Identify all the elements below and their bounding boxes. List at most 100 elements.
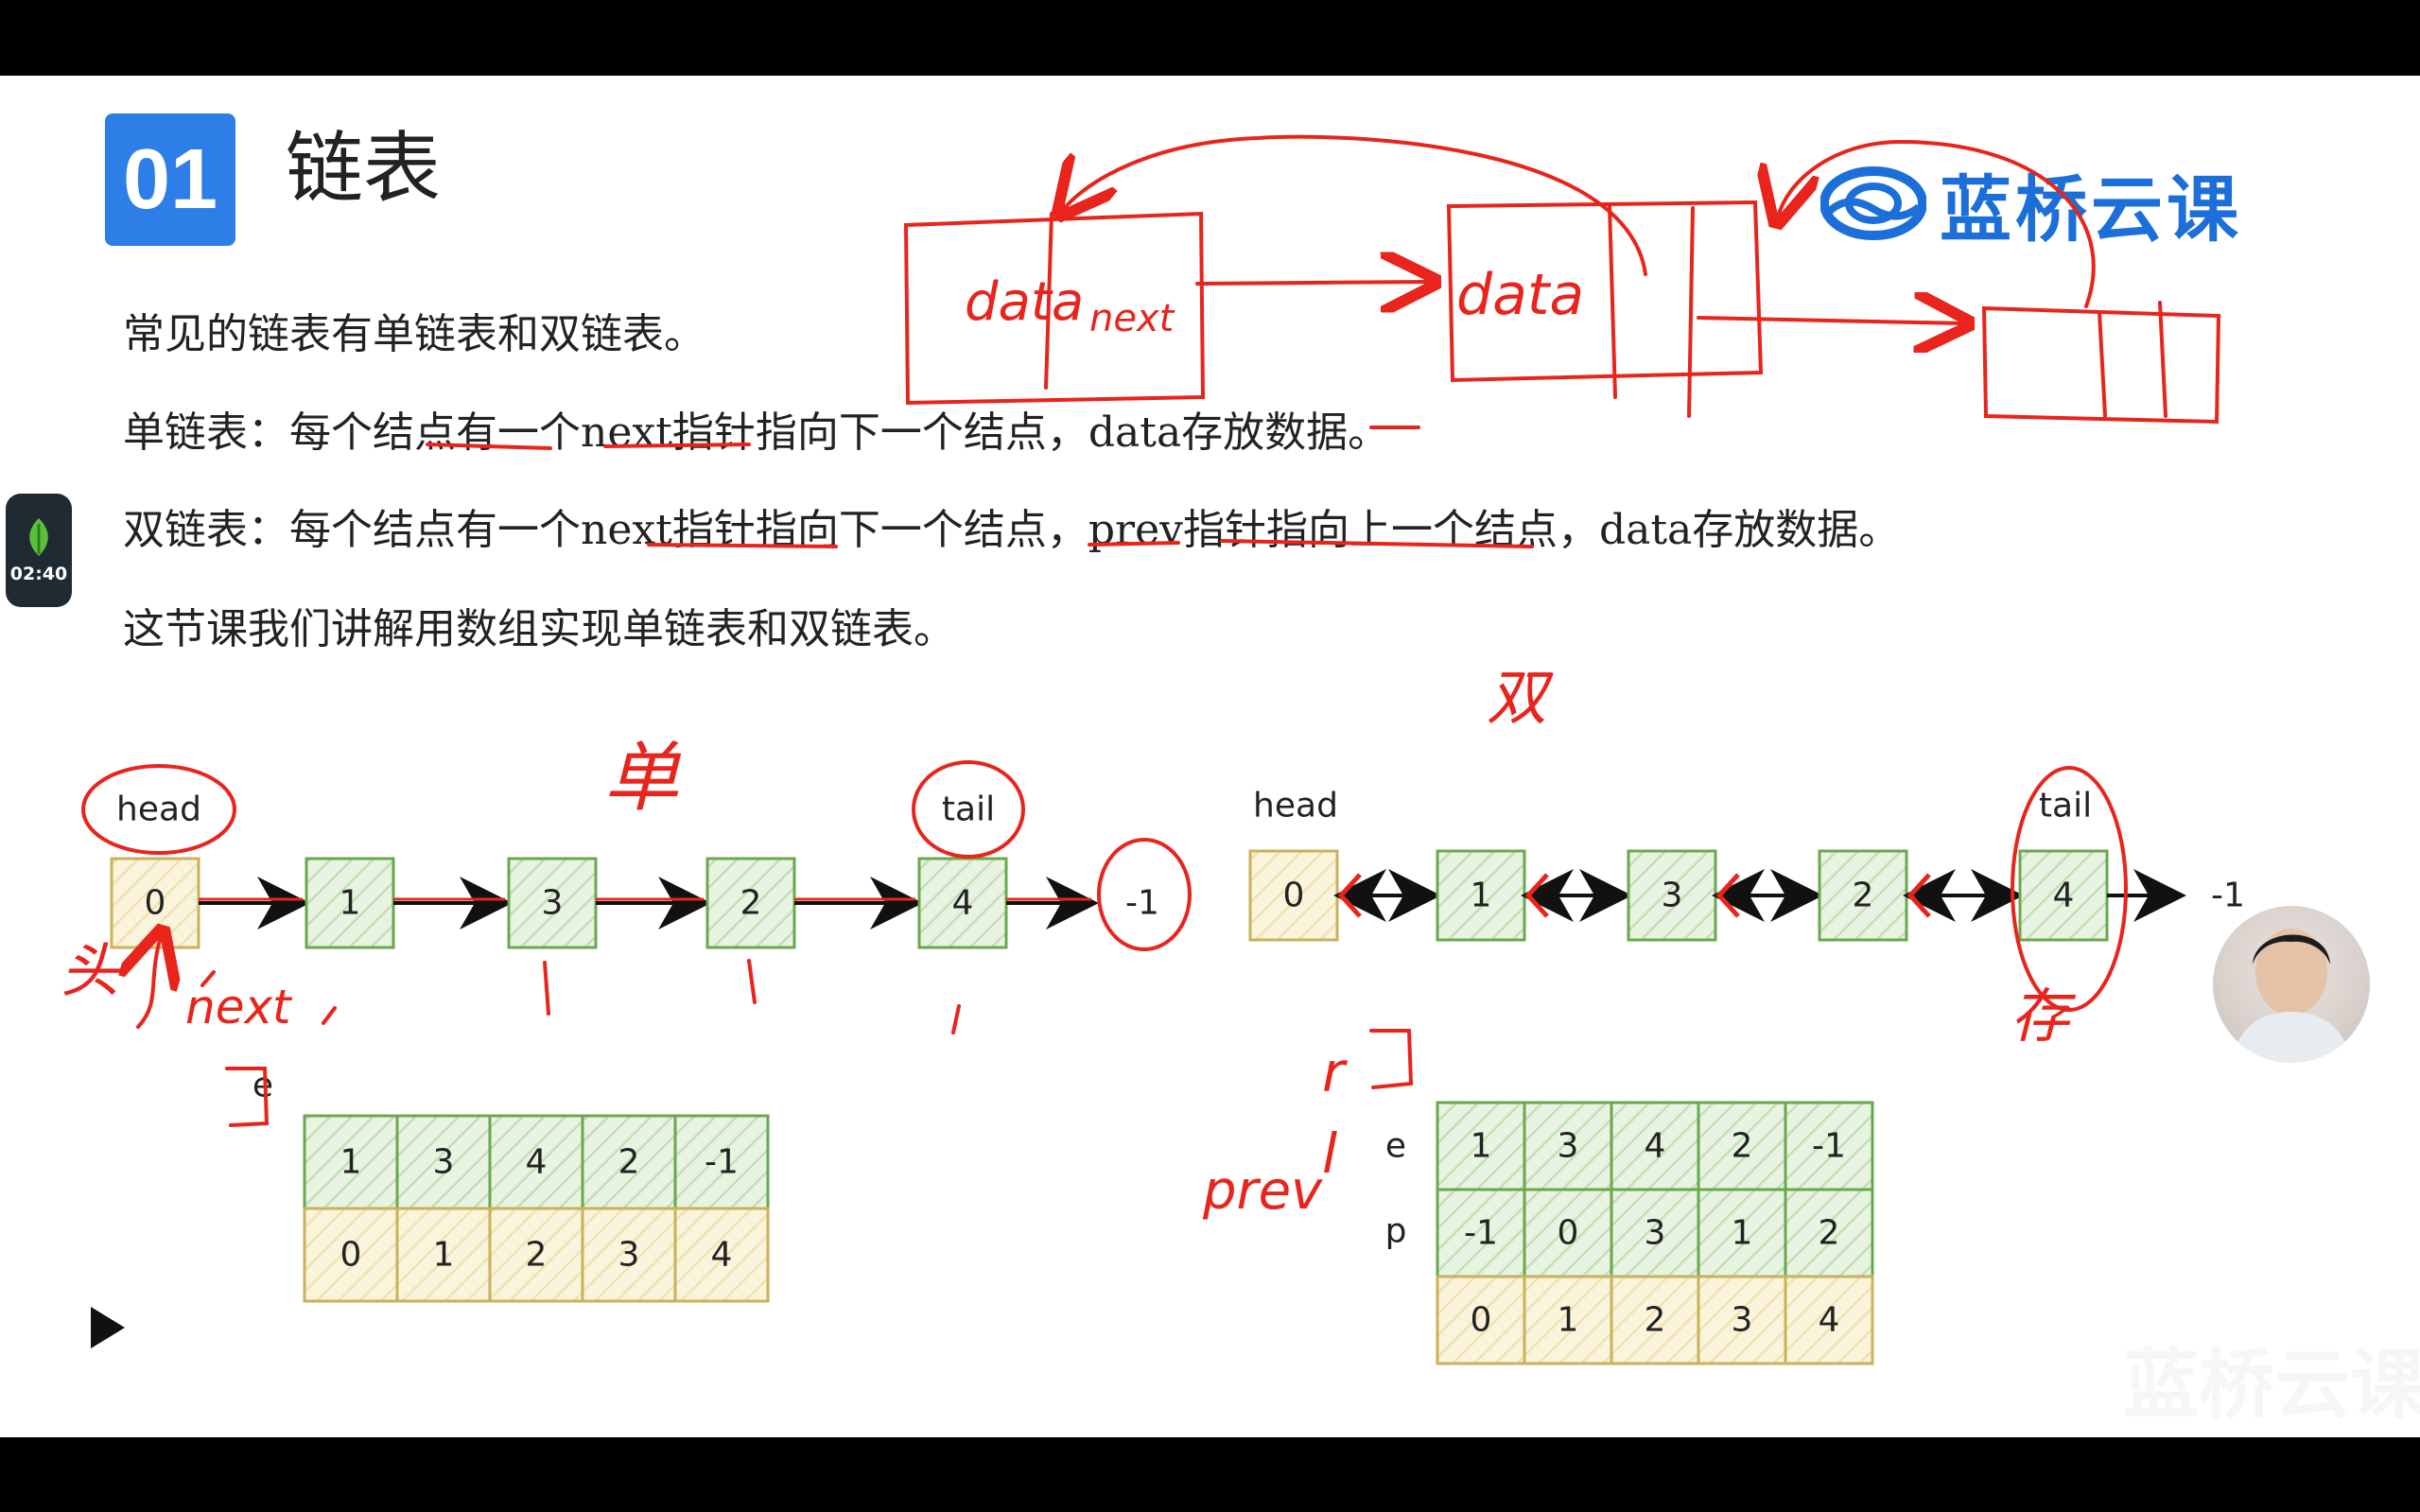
double-prev-cell-3-value: 1 xyxy=(1732,1214,1753,1253)
single-index-cell-3-value: 3 xyxy=(618,1236,640,1275)
double-prev-cell-1: 0 xyxy=(1523,1188,1613,1278)
single-next-cell-0: 1 xyxy=(303,1114,399,1210)
annotation-data-2: data xyxy=(1456,262,1584,328)
double-prev-cell-3: 1 xyxy=(1697,1188,1787,1278)
top-letterbox xyxy=(0,0,2420,76)
annotation-data-1: data xyxy=(965,271,1084,333)
single-next-cell-0-value: 1 xyxy=(340,1143,362,1182)
double-head-label: head xyxy=(1253,787,1338,826)
double-node-2: 3 xyxy=(1627,849,1717,942)
single-node-3-value: 2 xyxy=(740,884,762,923)
presenter-icon xyxy=(2232,929,2351,1063)
double-index-cell-0-value: 0 xyxy=(1471,1301,1492,1340)
annotation-tou: 头 xyxy=(61,936,122,1005)
single-next-cell-3: 2 xyxy=(581,1114,677,1210)
single-index-cell-3: 3 xyxy=(581,1207,677,1303)
double-prev-cell-4: 2 xyxy=(1784,1188,1874,1278)
double-index-cell-1-value: 1 xyxy=(1558,1301,1579,1340)
single-node-4-value: 4 xyxy=(952,884,974,923)
double-index-cell-0: 0 xyxy=(1436,1275,1526,1365)
double-next-cell-1: 3 xyxy=(1523,1101,1613,1191)
play-button[interactable] xyxy=(91,1307,125,1348)
hand-underlines xyxy=(426,443,1534,548)
double-prev-cell-2: 3 xyxy=(1610,1188,1700,1278)
double-node-0-value: 0 xyxy=(1283,877,1305,915)
annotation-next-box: next xyxy=(1089,297,1175,340)
annotation-r: r xyxy=(1322,1040,1348,1104)
double-next-cell-0: 1 xyxy=(1436,1101,1526,1191)
single-index-cell-1: 1 xyxy=(395,1207,492,1303)
hand-circles xyxy=(81,760,2128,1127)
single-node-2-value: 3 xyxy=(542,884,564,923)
double-node-3: 2 xyxy=(1818,849,1908,942)
single-next-cell-1-value: 3 xyxy=(433,1143,455,1182)
presenter-avatar xyxy=(2213,906,2370,1063)
single-index-cell-0: 0 xyxy=(303,1207,399,1303)
double-next-cell-0-value: 1 xyxy=(1471,1127,1492,1166)
double-next-cell-3: 2 xyxy=(1697,1101,1787,1191)
text-line-4: 这节课我们讲解用数组实现单链表和双链表。 xyxy=(123,605,955,653)
single-next-cell-3-value: 2 xyxy=(618,1143,640,1182)
watermark-brand: 蓝桥云课 xyxy=(2123,1341,2420,1429)
double-end-value: -1 xyxy=(2211,877,2245,915)
single-next-cell-2: 4 xyxy=(488,1114,584,1210)
double-index-cell-4: 4 xyxy=(1784,1275,1874,1365)
brand-wave-icon xyxy=(1820,166,1926,240)
annotation-prev-word: prev xyxy=(1202,1160,1323,1222)
timer-badge[interactable]: 02:40 xyxy=(6,494,72,607)
annotation-l: l xyxy=(1322,1121,1337,1186)
text-line-3: 双链表：每个结点有一个next指针指向下一个结点，prev指针指向上一个结点，d… xyxy=(123,506,1901,554)
single-next-cell-2-value: 4 xyxy=(526,1143,548,1182)
double-next-cell-1-value: 3 xyxy=(1558,1127,1579,1166)
double-row-label-e: e xyxy=(1385,1127,1406,1166)
double-prev-cell-0-value: -1 xyxy=(1464,1214,1498,1253)
double-index-cell-3: 3 xyxy=(1697,1275,1787,1365)
text-line-2: 单链表：每个结点有一个next指针指向下一个结点，data存放数据。 xyxy=(123,408,1390,457)
annotation-next-word: next xyxy=(185,980,293,1034)
timer-value: 02:40 xyxy=(9,564,68,584)
annotation-shuang: 双 xyxy=(1487,664,1554,734)
annotation-dan: 单 xyxy=(603,734,682,822)
leaf-icon xyxy=(29,518,48,556)
double-index-cell-3-value: 3 xyxy=(1732,1301,1753,1340)
double-prev-cell-0: -1 xyxy=(1436,1188,1526,1278)
single-index-cell-4: 4 xyxy=(673,1207,770,1303)
double-red-mark-1 xyxy=(1524,873,1549,918)
double-index-cell-2: 2 xyxy=(1610,1275,1700,1365)
double-node-1: 1 xyxy=(1436,849,1526,942)
double-red-mark-0 xyxy=(1337,873,1362,918)
double-index-cell-4-value: 4 xyxy=(1819,1301,1840,1340)
single-next-cell-1: 3 xyxy=(395,1114,492,1210)
double-index-cell-1: 1 xyxy=(1523,1275,1613,1365)
single-index-cell-2-value: 2 xyxy=(526,1236,548,1275)
double-index-cell-2-value: 2 xyxy=(1645,1301,1666,1340)
double-red-mark-2 xyxy=(1715,873,1740,918)
single-node-1-value: 1 xyxy=(339,884,361,923)
double-node-2-value: 3 xyxy=(1662,877,1683,915)
double-tail-label: tail xyxy=(2039,787,2092,826)
single-tail-label: tail xyxy=(942,791,995,829)
single-index-cell-4-value: 4 xyxy=(711,1236,733,1275)
hand-node-diagram xyxy=(903,134,2221,429)
double-node-3-value: 2 xyxy=(1853,877,1874,915)
text-line-1: 常见的链表有单链表和双链表。 xyxy=(123,310,705,358)
double-next-cell-4: -1 xyxy=(1784,1101,1874,1191)
section-title: 链表 xyxy=(286,124,442,214)
single-node-3: 2 xyxy=(705,857,796,949)
bottom-letterbox xyxy=(0,1437,2420,1512)
double-prev-cell-1-value: 0 xyxy=(1558,1214,1579,1253)
double-red-mark-3 xyxy=(1906,873,1931,918)
double-row-label-p: p xyxy=(1385,1212,1407,1251)
double-node-4: 4 xyxy=(2018,849,2109,942)
single-node-0: 0 xyxy=(110,857,200,949)
double-node-0: 0 xyxy=(1248,849,1339,942)
single-index-cell-0-value: 0 xyxy=(340,1236,362,1275)
single-index-cell-1-value: 1 xyxy=(433,1236,455,1275)
single-index-cell-2: 2 xyxy=(488,1207,584,1303)
single-array-label: e xyxy=(252,1067,273,1105)
double-prev-cell-2-value: 3 xyxy=(1645,1214,1666,1253)
double-node-1-value: 1 xyxy=(1471,877,1492,915)
